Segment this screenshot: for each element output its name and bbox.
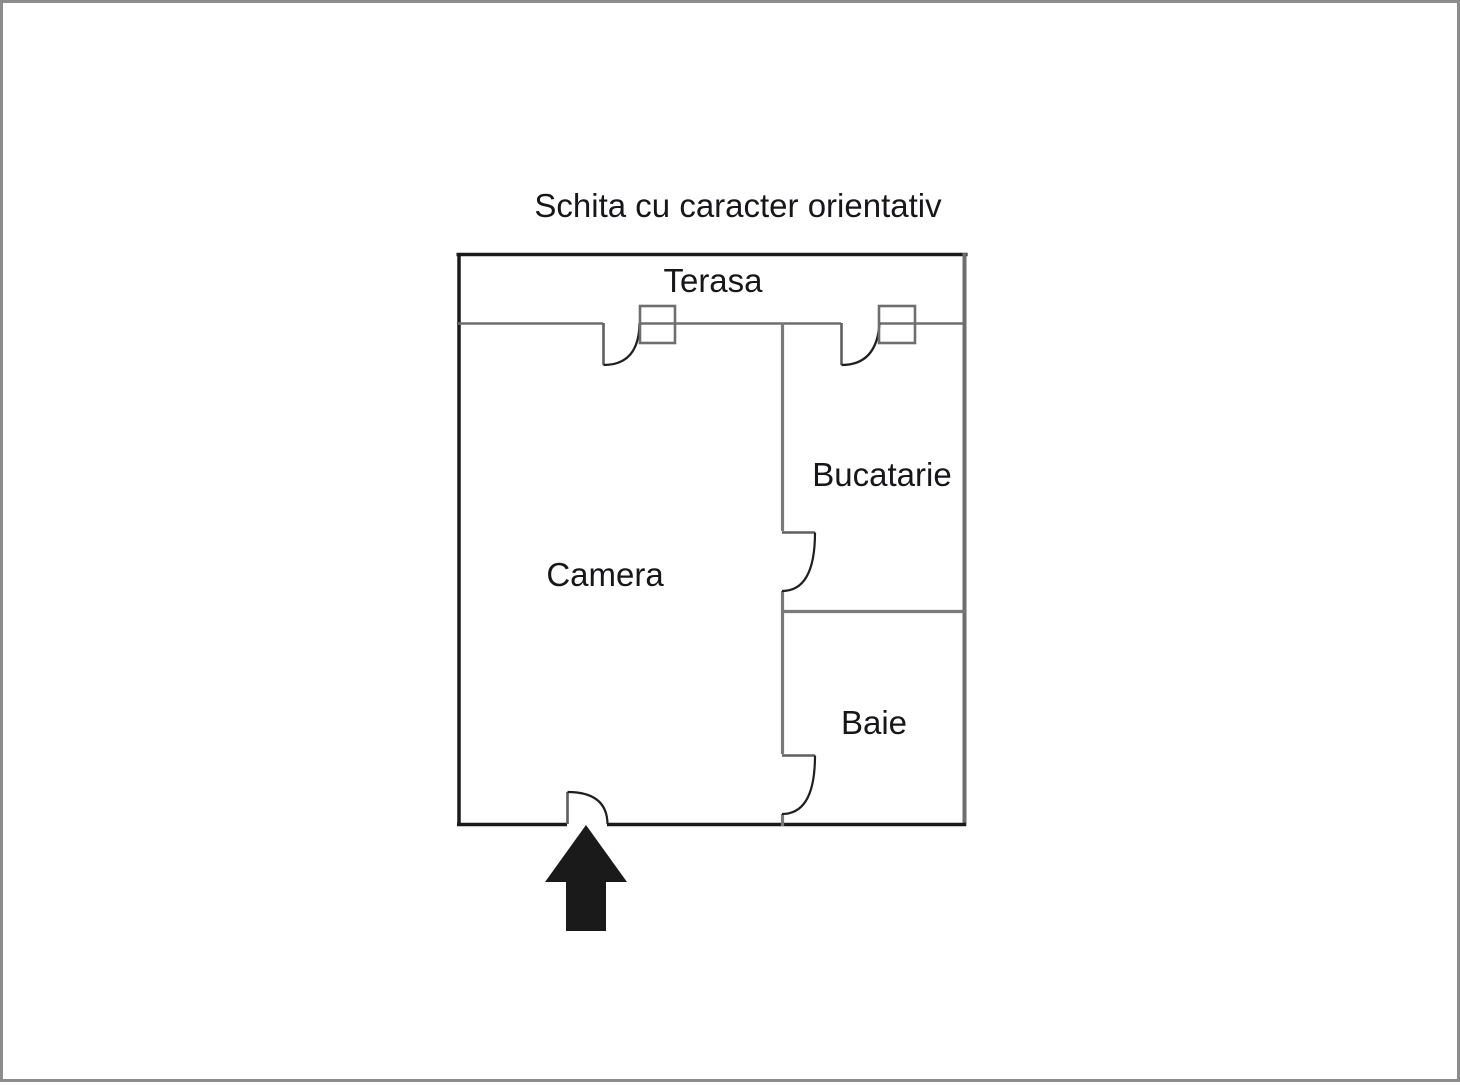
room-label-camera: Camera: [546, 556, 664, 593]
door-terrace-camera: [602, 304, 677, 367]
door-terrace-camera-leaf: [638, 304, 677, 345]
door-terrace-camera-arc: [603, 322, 641, 367]
door-baie: [781, 754, 817, 816]
room-label-baie: Baie: [841, 704, 907, 741]
door-terrace-bucatarie-leaf: [877, 304, 917, 345]
door-baie-arc: [781, 755, 817, 816]
door-entrance: [566, 790, 609, 825]
door-bucatarie-arc: [781, 532, 817, 593]
room-label-bucatarie: Bucatarie: [812, 456, 951, 493]
page-title: Schita cu caracter orientativ: [534, 187, 942, 224]
door-entrance-arc: [567, 790, 609, 825]
floor-plan-drawing: Schita cu caracter orientativ: [456, 187, 968, 931]
entrance-direction-arrow: [545, 825, 627, 931]
door-terrace-bucatarie: [840, 304, 917, 367]
door-terrace-bucatarie-arc: [841, 322, 881, 367]
room-label-terasa: Terasa: [663, 262, 763, 299]
door-bucatarie: [781, 531, 817, 593]
